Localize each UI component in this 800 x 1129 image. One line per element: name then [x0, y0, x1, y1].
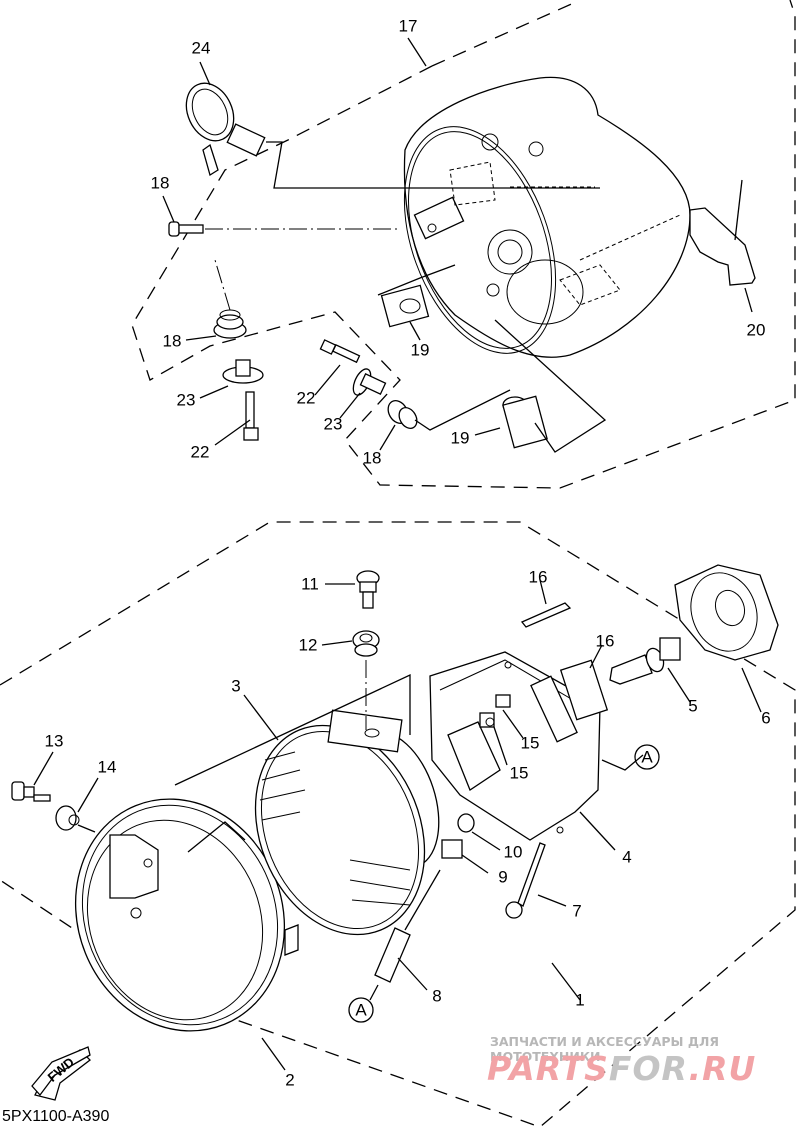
callout-6: 6: [761, 708, 771, 728]
callout-9: 9: [498, 867, 508, 887]
callout-3: 3: [231, 676, 241, 696]
callout-2: 2: [285, 1070, 295, 1090]
callout-19-lower: 19: [450, 428, 470, 448]
part-4-case: [429, 651, 644, 851]
part-23-collar-right: [339, 368, 387, 419]
callout-12: 12: [298, 635, 318, 655]
watermark-brand-parts: PARTS: [487, 1049, 609, 1088]
part-3-lens: [174, 673, 440, 936]
upper-assembly-boundary: [131, 0, 796, 489]
part-21-screw: [162, 195, 400, 237]
lower-assembly-boundary: [0, 521, 796, 1128]
part-11-screw: [325, 570, 380, 609]
callout-23-right: 23: [323, 414, 343, 434]
part-16-pad: [559, 644, 609, 721]
callout-8: 8: [432, 986, 442, 1006]
callout-16-lower: 16: [595, 631, 615, 651]
callout-23-left: 23: [176, 390, 196, 410]
callout-18-upper: 18: [162, 331, 182, 351]
part-18-grommet-upper: [185, 259, 247, 341]
part-22-bolt-left: [214, 391, 259, 446]
part-19-clip-upper: [377, 264, 456, 341]
callout-22-left: 22: [190, 442, 210, 462]
callout-5: 5: [688, 696, 698, 716]
part-20-cover: [689, 179, 756, 313]
part-13-screw: [11, 751, 54, 802]
part-22-bolt-right: [314, 339, 361, 396]
part-2-rim: [74, 798, 299, 1071]
reference-marker-a-lower: [348, 997, 374, 1023]
part-19-clip-lower: [474, 319, 607, 453]
part-15-nut-lower: [479, 712, 508, 766]
part-6-socket-cover: [674, 564, 779, 713]
part-16-spring-upper: [520, 579, 572, 628]
watermark-tagline: ЗАПЧАСТИ И АКСЕССУАРЫ ДЛЯ МОТОТЕХНИКИ: [490, 1034, 719, 1064]
part-14-grommet: [55, 777, 99, 833]
diagram-code: 5PX1100-A390: [2, 1108, 110, 1125]
callout-11: 11: [301, 574, 319, 594]
callout-21: 18: [150, 173, 170, 193]
callout-13: 13: [44, 731, 64, 751]
part-5-bulb: [609, 637, 691, 703]
callout-24: 24: [191, 38, 211, 58]
fwd-arrow-icon: [31, 1046, 91, 1101]
callout-16-upper: 16: [528, 567, 548, 587]
callout-19-upper: 19: [410, 340, 430, 360]
watermark-brand: PARTSFOR.RU: [487, 1049, 756, 1088]
part-24-clamp: [185, 61, 600, 189]
part-9-clip: [441, 839, 489, 874]
part-15-nut-upper: [495, 694, 524, 739]
reference-marker-a-upper: [634, 744, 660, 770]
callout-17: 17: [398, 16, 418, 36]
part-18-grommet-lower: [379, 389, 511, 451]
callout-20: 20: [746, 320, 766, 340]
callout-10: 10: [503, 842, 523, 862]
marker-a-upper-label: A: [641, 747, 653, 767]
part-12-grommet: [321, 630, 380, 730]
callout-22-right: 22: [296, 388, 316, 408]
callout-1: 1: [575, 990, 585, 1010]
callout-15-upper: 15: [520, 733, 540, 753]
callout-18-lower: 18: [362, 448, 382, 468]
callout-15-lower: 15: [509, 763, 529, 783]
part-10-adjuster: [457, 813, 501, 851]
callout-4: 4: [622, 847, 632, 867]
watermark-brand-for: FOR: [608, 1049, 689, 1088]
part-7-screw: [505, 842, 567, 919]
part-8-spring: [369, 869, 441, 1001]
marker-a-lower-label: A: [355, 1000, 367, 1020]
headlight-bucket: [403, 76, 691, 358]
part-23-collar-left: [199, 359, 264, 399]
callout-14: 14: [97, 757, 117, 777]
watermark-brand-ru: .RU: [688, 1049, 757, 1088]
callout-7: 7: [572, 901, 582, 921]
